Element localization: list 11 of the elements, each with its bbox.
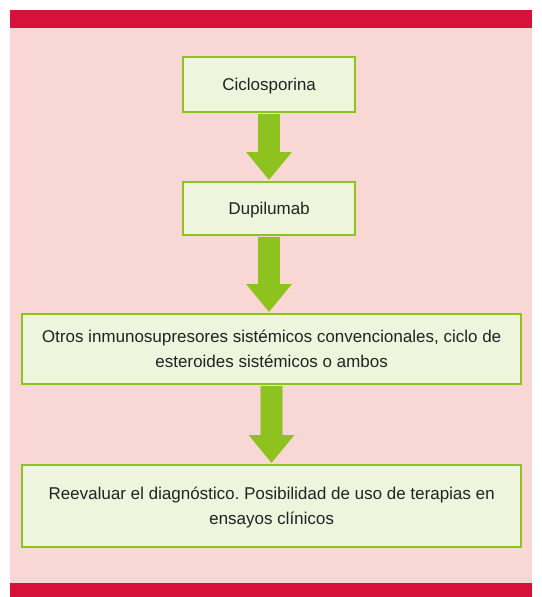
box-text: Reevaluar el diagnóstico. Posibilidad de uso de terapias en ensayos clínicos <box>47 482 496 530</box>
process-box <box>182 181 356 236</box>
process-box <box>182 56 356 113</box>
process-box <box>21 464 522 548</box>
arrow <box>246 237 292 312</box>
box-text: Otros inmunosupresores sistémicos convencionales, ciclo de esteroides sistémicos o ambos <box>40 326 502 373</box>
process-box <box>21 313 522 385</box>
arrow <box>246 114 292 180</box>
box-text: Dupilumab <box>227 198 311 220</box>
arrow <box>248 386 294 463</box>
box-text: Ciclosporina <box>221 74 317 96</box>
